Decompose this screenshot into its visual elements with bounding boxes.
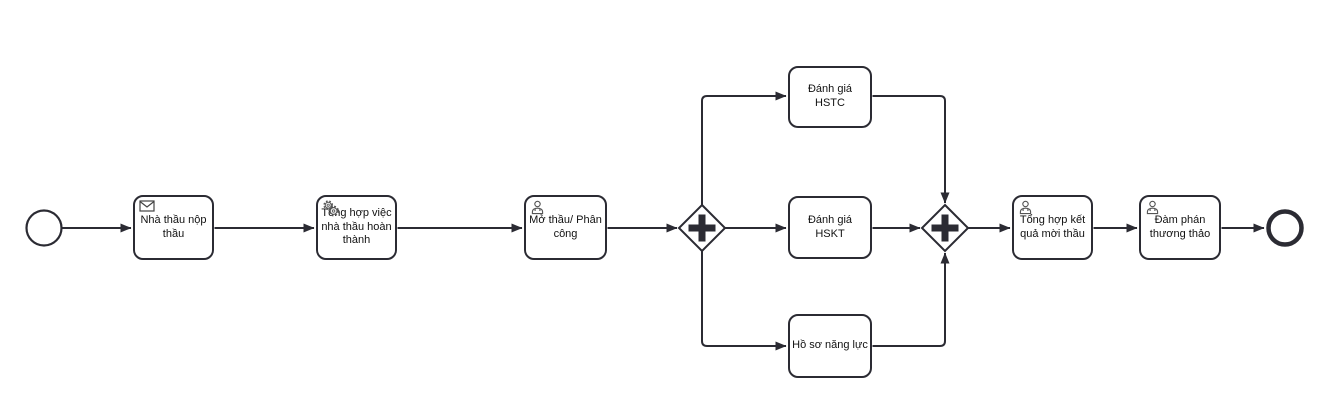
service-icon xyxy=(322,200,340,217)
sequence-flow-gateway-split-to-ho-so[interactable] xyxy=(701,251,787,351)
message-icon xyxy=(139,200,155,212)
task-label: Hồ sơ năng lực xyxy=(792,339,868,352)
end-event[interactable] xyxy=(1266,209,1304,247)
task-mo-thau-phan-cong[interactable]: Mở thầu/ Phân công xyxy=(524,195,607,260)
task-label: Đánh giá HSTC xyxy=(807,83,853,109)
start-event[interactable] xyxy=(25,209,63,247)
task-danh-gia-hskt[interactable]: Đánh giá HSKT xyxy=(788,196,872,259)
task-nha-thau-nop-thau[interactable]: Nhà thầu nộp thầu xyxy=(133,195,214,260)
task-label: Đàm phán thương thảo xyxy=(1149,213,1211,240)
task-dam-phan-thuong-thao[interactable]: Đàm phán thương thảo xyxy=(1139,195,1221,260)
task-tong-hop-viec-nha-thau-hoan-thanh[interactable]: Tổng hợp việc nhà thầu hoàn thành xyxy=(316,195,397,260)
user-icon xyxy=(1018,200,1033,215)
task-danh-gia-hstc[interactable]: Đánh giá HSTC xyxy=(788,66,872,128)
parallel-gateway-join[interactable] xyxy=(920,203,970,253)
task-label: Nhà thầu nộp thầu xyxy=(140,213,207,240)
user-icon xyxy=(530,200,545,215)
task-label: Mở thầu/ Phân công xyxy=(529,213,602,240)
task-ho-so-nang-luc[interactable]: Hồ sơ năng lực xyxy=(788,314,872,378)
sequence-flow-hstc-to-gateway-join[interactable] xyxy=(872,95,950,204)
plus-icon xyxy=(688,214,716,242)
task-label: Tổng hợp kết quả mời thầu xyxy=(1019,213,1086,240)
task-tong-hop-ket-qua-moi-thau[interactable]: Tổng hợp kết quả mời thầu xyxy=(1012,195,1093,260)
task-label: Tổng hợp việc nhà thầu hoàn thành xyxy=(321,206,392,247)
plus-icon xyxy=(931,214,959,242)
user-icon xyxy=(1145,200,1160,215)
parallel-gateway-split[interactable] xyxy=(677,203,727,253)
task-label: Đánh giá HSKT xyxy=(807,213,853,240)
sequence-flow-gateway-split-to-hstc[interactable] xyxy=(701,91,787,205)
sequence-flow-ho-so-to-gateway-join[interactable] xyxy=(872,252,950,347)
